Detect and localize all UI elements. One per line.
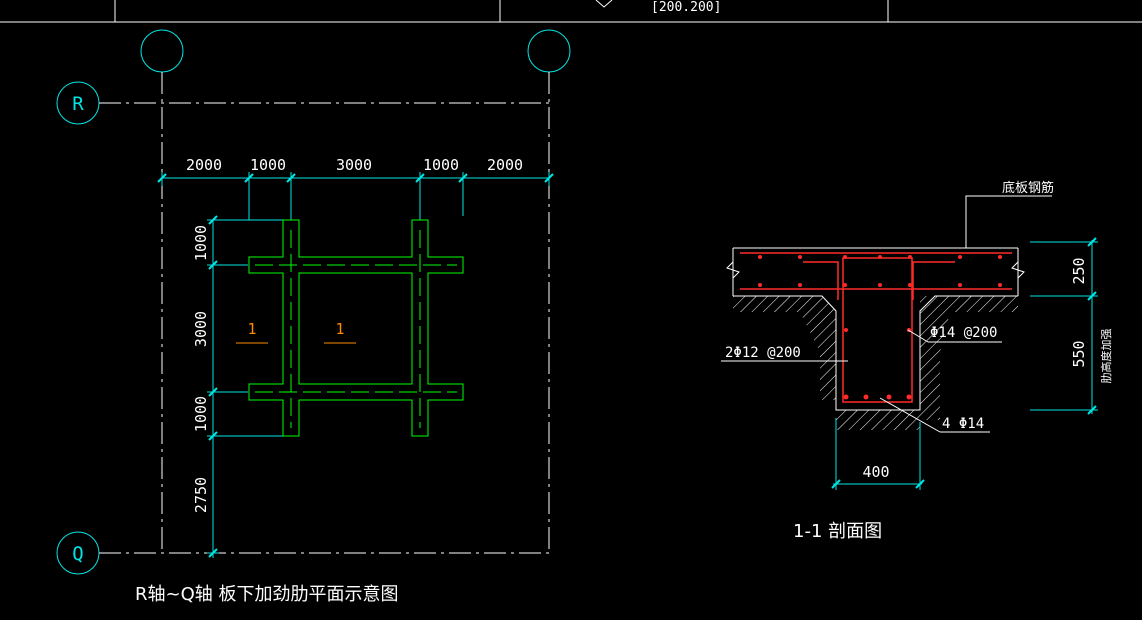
axis-label-r: R [72, 93, 84, 115]
section-leaders [721, 195, 1052, 433]
top-dim-3: 3000 [336, 156, 372, 174]
plan-top-dimension-texts: 2000 1000 3000 1000 2000 [186, 156, 523, 174]
plan-section-marks: 1 1 [236, 320, 356, 344]
section-mark-1: 1 [247, 320, 256, 338]
stirrup-label: Φ14 @200 [930, 325, 997, 341]
left-dim-3: 1000 [192, 396, 210, 432]
slab-thickness-dim: 250 [1070, 257, 1088, 284]
rib-height-dim: 550 [1070, 340, 1088, 367]
slab-rebar-label: 底板钢筋 [1002, 180, 1054, 196]
width-dim: 400 [862, 463, 889, 481]
section-dimensions [831, 237, 1098, 490]
section-soil-hatching [733, 296, 1018, 430]
bottom-bar-label: 4 Φ14 [942, 416, 984, 432]
plan-top-dimension-chain [157, 172, 554, 220]
section-title: 1-1 剖面图 [793, 521, 882, 542]
top-bar [0, 0, 1142, 23]
axis-bubble-top-left [140, 29, 184, 73]
section-rebar-dots [758, 255, 1002, 400]
top-dim-1: 2000 [186, 156, 222, 174]
chevron-down-icon [595, 0, 613, 8]
rib-height-caption: 肋高度加强 [1099, 329, 1113, 384]
plan-stiffening-ribs [248, 219, 464, 437]
left-dim-1: 1000 [192, 225, 210, 261]
axis-lines [99, 72, 550, 554]
section-rebar [740, 252, 1012, 403]
plan-left-dimension-chain [207, 215, 291, 558]
left-dim-4: 2750 [192, 477, 210, 513]
section-concrete-outline [726, 247, 1025, 411]
axis-label-q: Q [72, 543, 83, 565]
plan-left-dimension-texts: 1000 3000 1000 2750 [192, 225, 210, 513]
top-bar-value: [200.200] [651, 0, 721, 15]
plan-title: R轴~Q轴 板下加劲肋平面示意图 [135, 584, 398, 605]
axis-bubble-top-right [527, 29, 571, 73]
axis-grid [56, 29, 571, 575]
top-dim-2: 1000 [250, 156, 286, 174]
section-mark-2: 1 [335, 320, 344, 338]
side-bar-label: 2Φ12 @200 [725, 345, 801, 361]
top-dim-4: 1000 [423, 156, 459, 174]
left-dim-2: 3000 [192, 311, 210, 347]
section-texts: 底板钢筋 Φ14 @200 2Φ12 @200 4 Φ14 400 250 55… [725, 180, 1113, 542]
top-dim-5: 2000 [487, 156, 523, 174]
